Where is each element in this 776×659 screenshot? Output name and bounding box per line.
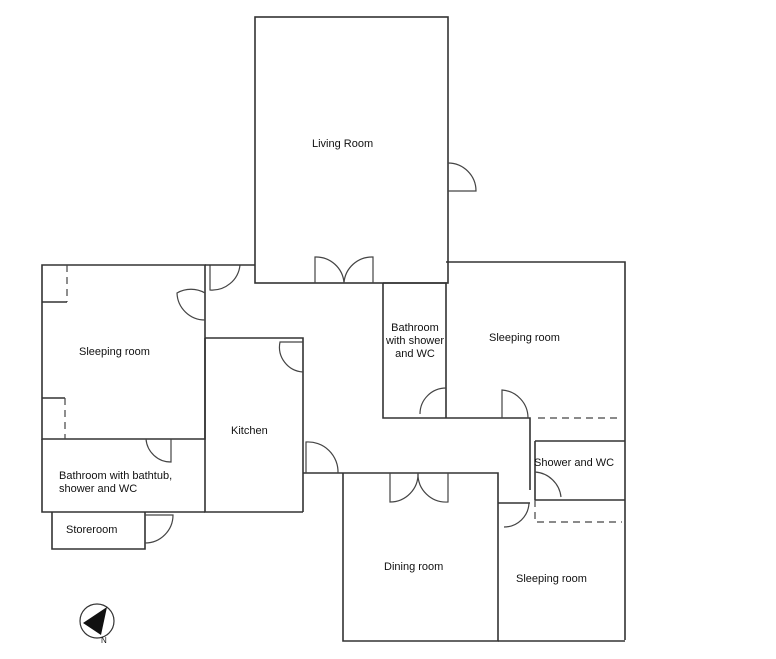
hallway-walls — [205, 264, 531, 512]
dining-room-walls — [342, 472, 499, 642]
compass-icon: N — [79, 603, 115, 645]
room-label-living: Living Room — [312, 138, 374, 150]
room-label-storeroom: Storeroom — [66, 524, 118, 536]
shower-wc-walls — [534, 440, 625, 523]
storeroom-walls — [51, 512, 174, 550]
kitchen-walls — [204, 338, 339, 513]
room-label-dining: Dining room — [384, 561, 444, 573]
sleeping-room-bottom-walls — [498, 502, 625, 642]
room-label-shower-wc: Shower and WC — [534, 457, 615, 469]
bathroom-left-walls — [41, 438, 205, 513]
sleeping-room-right-walls — [446, 261, 626, 640]
room-label-bath-left: Bathroom with bathtub, shower and WC — [59, 470, 173, 495]
room-label-sleeping-left: Sleeping room — [79, 346, 150, 358]
svg-text:N: N — [101, 636, 107, 645]
bathroom-mid-walls — [383, 282, 447, 418]
room-label-bath-mid: Bathroom with shower and WC — [385, 322, 445, 360]
living-room-walls — [254, 16, 477, 284]
room-label-sleeping-bottom: Sleeping room — [516, 573, 587, 585]
room-label-sleeping-right: Sleeping room — [489, 332, 560, 344]
room-label-kitchen: Kitchen — [231, 425, 268, 437]
